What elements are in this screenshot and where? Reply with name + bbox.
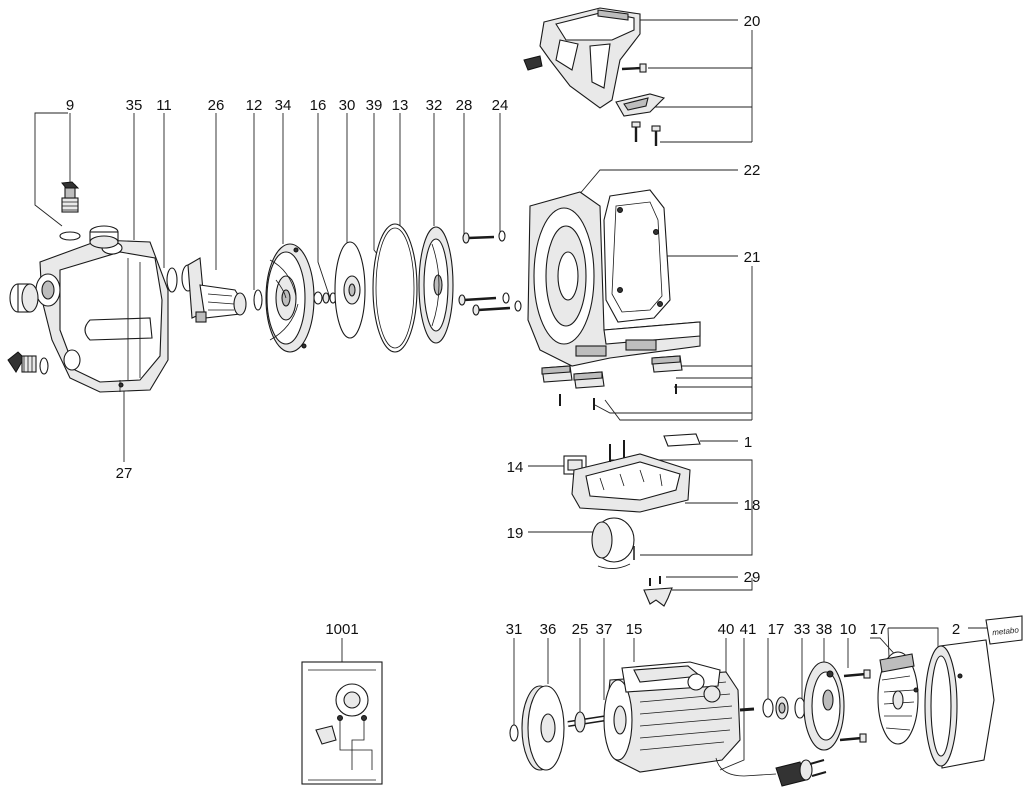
ejector-part — [181, 257, 247, 323]
callout-15: 15 — [626, 621, 643, 638]
callout-20: 20 — [744, 13, 761, 30]
callout-12: 12 — [246, 97, 263, 114]
drain-screw-part — [7, 351, 49, 375]
cable-clip-part — [643, 576, 673, 607]
callout-2: 2 — [952, 621, 960, 638]
fan-cover-part — [924, 639, 995, 769]
callout-17b: 17 — [870, 621, 887, 638]
end-shield-screws — [839, 669, 871, 743]
large-o-ring-part — [372, 223, 418, 353]
bearing-parts — [762, 696, 806, 720]
end-shield-part — [803, 661, 845, 751]
diffuser-part — [265, 243, 315, 353]
callout-18: 18 — [744, 497, 761, 514]
inlet-plug-part — [9, 283, 39, 313]
motor-body-part — [603, 661, 755, 773]
callout-32: 32 — [426, 97, 443, 114]
wiring-diagram — [301, 661, 383, 785]
drain-plug-part — [59, 181, 81, 241]
cooling-fan-part — [877, 651, 919, 745]
callout-27: 27 — [116, 465, 133, 482]
callout-13: 13 — [392, 97, 409, 114]
seal-ring-part — [253, 289, 263, 311]
callout-36: 36 — [540, 621, 557, 638]
capacitor-part — [591, 517, 635, 569]
terminal-box-cover-part — [571, 440, 691, 513]
filler-cap-part — [89, 225, 119, 249]
impeller-nut-part — [313, 291, 337, 305]
callout-24: 24 — [492, 97, 509, 114]
large-o-ring-inner — [375, 227, 415, 349]
callout-29: 29 — [744, 569, 761, 586]
callout-9: 9 — [66, 97, 74, 114]
seal-ring-small-part — [509, 724, 519, 742]
long-bolt-parts — [458, 230, 522, 316]
flange-part — [418, 226, 454, 344]
callout-11: 11 — [156, 97, 172, 114]
rubber-feet-parts — [541, 355, 683, 410]
callout-30: 30 — [339, 97, 356, 114]
power-cable-part — [715, 757, 827, 787]
callout-37: 37 — [596, 621, 613, 638]
callout-labels: 9 35 11 26 12 34 16 30 39 13 32 28 24 27… — [66, 13, 960, 638]
brand-sticker-part: metabo — [985, 615, 1023, 645]
brand-sticker-text: metabo — [992, 625, 1020, 637]
callout-40: 40 — [718, 621, 735, 638]
callout-19: 19 — [507, 525, 524, 542]
callout-16: 16 — [310, 97, 327, 114]
callout-14: 14 — [507, 459, 524, 476]
label-sticker-part — [663, 433, 701, 447]
callout-10: 10 — [840, 621, 857, 638]
handle-screws — [621, 63, 661, 146]
carry-handle-part — [523, 7, 641, 109]
callout-28: 28 — [456, 97, 473, 114]
callout-34: 34 — [275, 97, 292, 114]
callout-38: 38 — [816, 621, 833, 638]
callout-17a: 17 — [768, 621, 785, 638]
handle-grip-part — [615, 93, 666, 117]
leader-lines — [34, 19, 988, 771]
mechanical-seal-part — [521, 685, 565, 771]
callout-31: 31 — [506, 621, 523, 638]
pump-housing-part — [35, 239, 169, 393]
o-ring-part — [166, 267, 178, 293]
callout-41: 41 — [740, 621, 757, 638]
gasket-plate-part — [603, 189, 671, 323]
callout-26: 26 — [208, 97, 225, 114]
impeller-part — [334, 241, 366, 339]
callout-1: 1 — [744, 434, 752, 451]
callout-33: 33 — [794, 621, 811, 638]
callout-25: 25 — [572, 621, 589, 638]
callout-35: 35 — [126, 97, 143, 114]
callout-21: 21 — [744, 249, 761, 266]
motor-bracket-part — [527, 191, 701, 367]
callout-22: 22 — [744, 162, 761, 179]
callout-39: 39 — [366, 97, 383, 114]
callout-1001: 1001 — [325, 621, 358, 638]
